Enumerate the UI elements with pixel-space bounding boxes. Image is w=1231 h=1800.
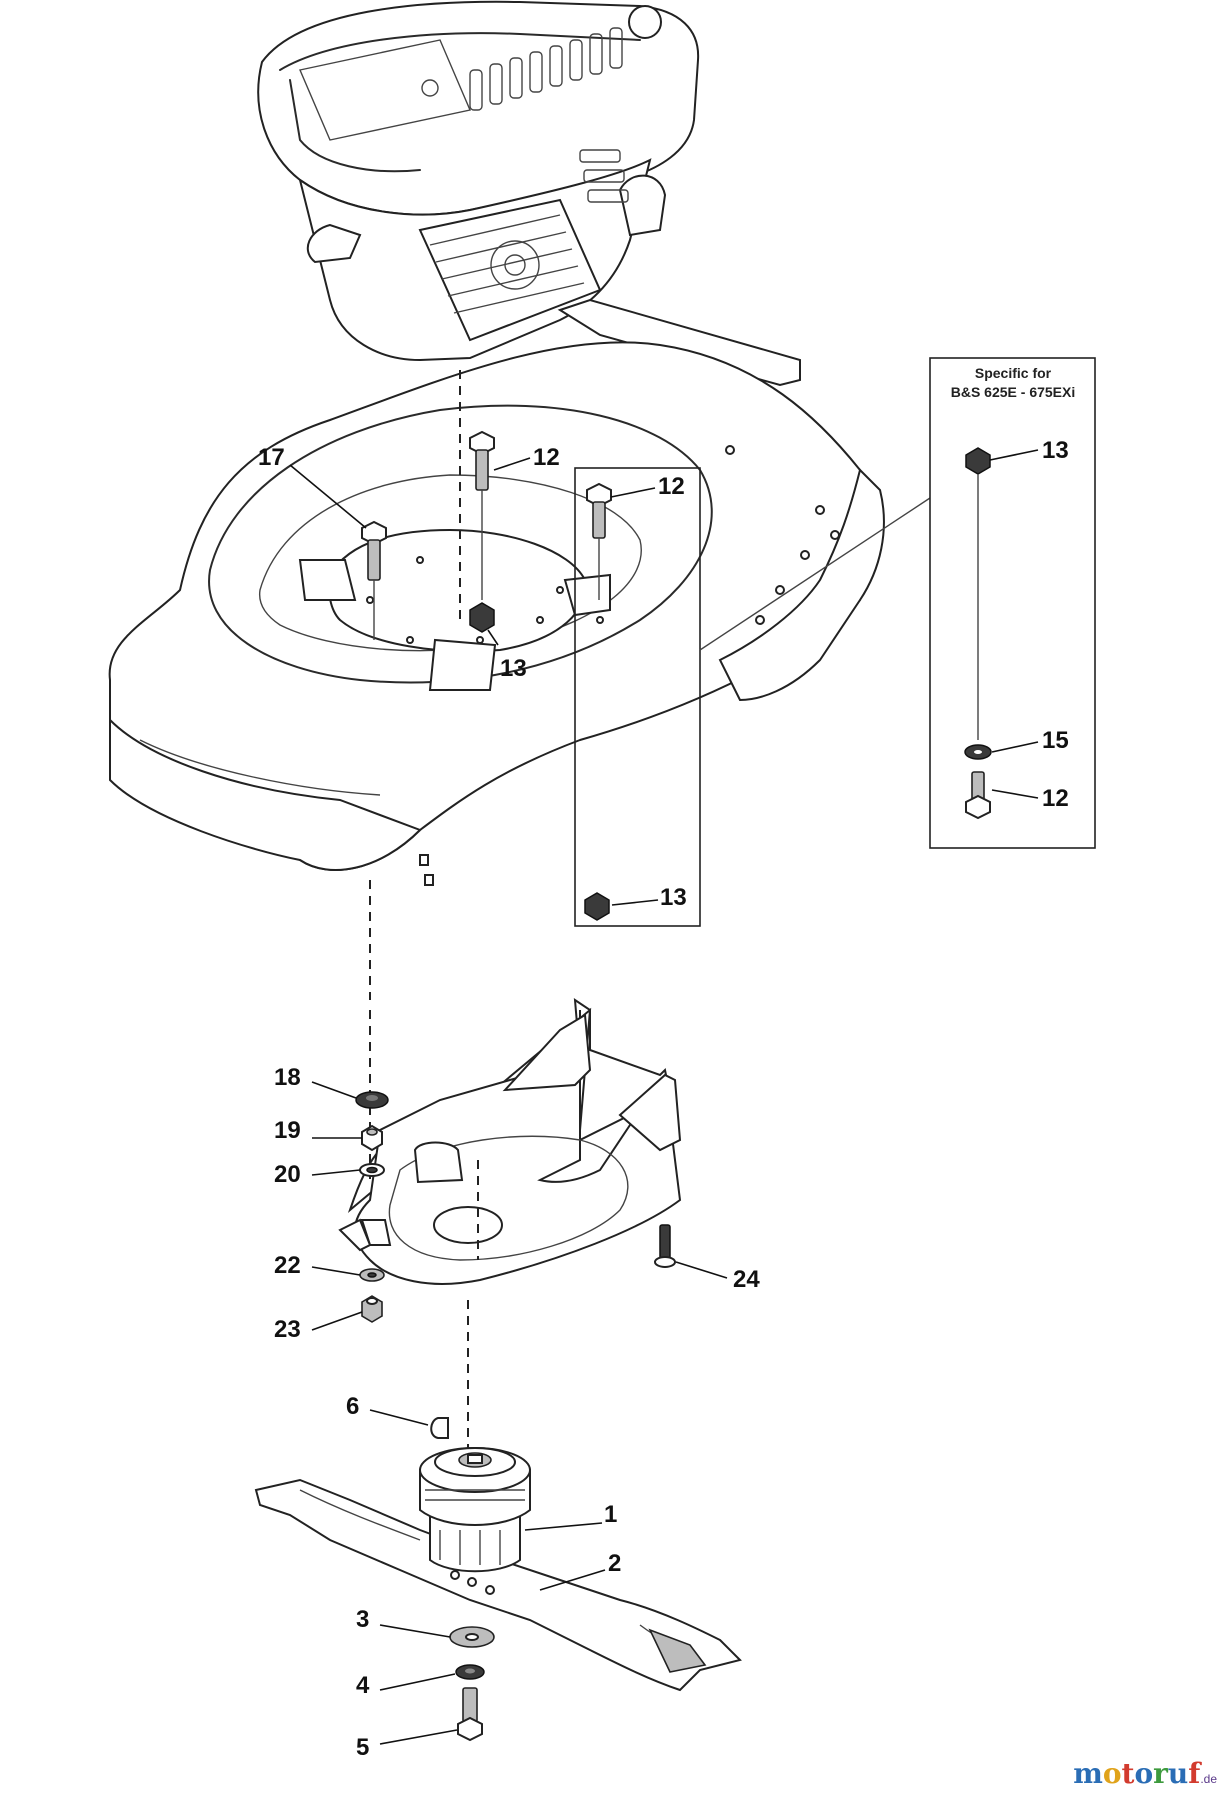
watermark-letter: t — [1121, 1757, 1135, 1790]
callout-13-inset-right: 13 — [1042, 437, 1069, 464]
leader-lines — [289, 449, 1039, 1745]
callout-24: 24 — [733, 1266, 760, 1293]
washer-20 — [359, 1163, 385, 1177]
watermark-letter: o — [1102, 1757, 1122, 1790]
callout-15: 15 — [1042, 727, 1069, 754]
engine-assembly — [257, 0, 700, 362]
callout-22: 22 — [274, 1252, 301, 1279]
screw-24 — [654, 1224, 676, 1268]
bolt-5 — [457, 1687, 483, 1742]
bolt-17 — [361, 520, 387, 640]
nut-19 — [361, 1124, 383, 1152]
callout-13-inset-middle: 13 — [660, 884, 687, 911]
variant-inset-box-middle — [574, 467, 701, 927]
callout-2: 2 — [608, 1550, 621, 1577]
blade-2 — [254, 1478, 742, 1692]
watermark-letter: o — [1134, 1757, 1154, 1790]
inset-title-line1: Specific for — [975, 365, 1052, 381]
callout-12-inset-middle: 12 — [658, 473, 685, 500]
nut-13-center — [469, 602, 495, 633]
callout-13-center: 13 — [500, 655, 527, 682]
mower-deck — [108, 298, 885, 886]
washer-3 — [449, 1626, 495, 1648]
nut-23 — [361, 1295, 383, 1323]
callout-12-center: 12 — [533, 444, 560, 471]
callout-17: 17 — [258, 444, 285, 471]
callout-12-inset-right: 12 — [1042, 785, 1069, 812]
blade-baffle — [338, 998, 682, 1285]
watermark-letter: f — [1188, 1757, 1201, 1790]
watermark-suffix: .de — [1200, 1772, 1217, 1786]
watermark-letter: m — [1073, 1757, 1103, 1790]
lock-washer-4 — [455, 1664, 485, 1680]
key-6 — [430, 1417, 449, 1439]
callout-19: 19 — [274, 1117, 301, 1144]
washer-18 — [355, 1091, 389, 1109]
callout-20: 20 — [274, 1161, 301, 1188]
washer-22 — [359, 1268, 385, 1282]
callout-1: 1 — [604, 1501, 617, 1528]
variant-inset-box-right: Specific for B&S 625E - 675EXi — [929, 357, 1096, 849]
watermark-letter: r — [1153, 1757, 1168, 1790]
callout-3: 3 — [356, 1606, 369, 1633]
callout-labels: 17 12 12 13 13 13 15 12 18 19 20 22 23 2… — [258, 437, 1069, 1761]
inset-title-line2: B&S 625E - 675EXi — [951, 384, 1076, 400]
callout-5: 5 — [356, 1734, 369, 1761]
motoruf-watermark-logo: motoruf.de — [1073, 1757, 1217, 1790]
connector-line — [699, 497, 931, 651]
callout-23: 23 — [274, 1316, 301, 1343]
watermark-letter: u — [1167, 1757, 1189, 1790]
callout-4: 4 — [356, 1672, 370, 1699]
callout-6: 6 — [346, 1393, 359, 1420]
callout-18: 18 — [274, 1064, 301, 1091]
blade-adapter-1 — [419, 1447, 531, 1573]
bolt-12-center — [469, 430, 495, 600]
